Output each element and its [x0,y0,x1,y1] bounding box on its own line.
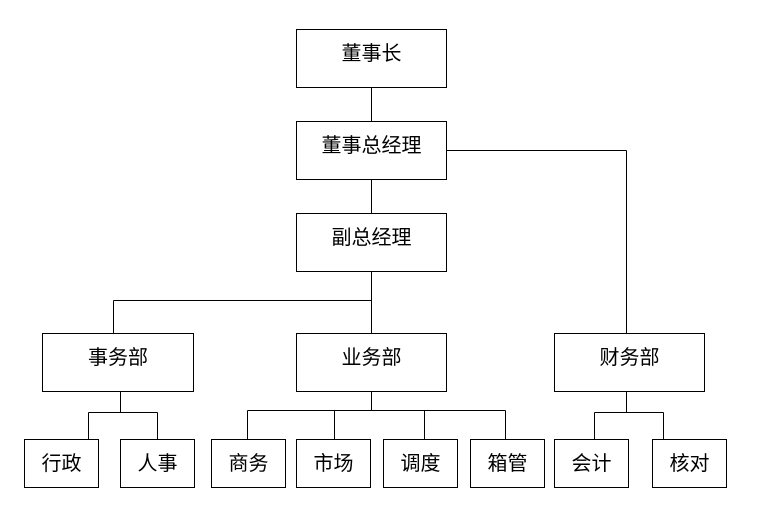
node-finance-child: 会计 [554,439,629,488]
node-general-manager: 董事总经理 [296,121,447,180]
node-business-child: 市场 [296,439,371,488]
node-department-admin-affairs: 事务部 [42,333,194,392]
node-admin-affairs-child: 行政 [24,439,99,488]
node-finance-child: 核对 [652,439,727,488]
node-department-finance: 财务部 [554,333,705,392]
node-business-child: 箱管 [470,439,545,488]
node-deputy-general-manager: 副总经理 [296,213,447,272]
node-business-child: 商务 [211,439,286,488]
node-department-business: 业务部 [296,333,447,392]
node-admin-affairs-child: 人事 [120,439,195,488]
node-chairman: 董事长 [296,29,447,88]
node-business-child: 调度 [383,439,458,488]
